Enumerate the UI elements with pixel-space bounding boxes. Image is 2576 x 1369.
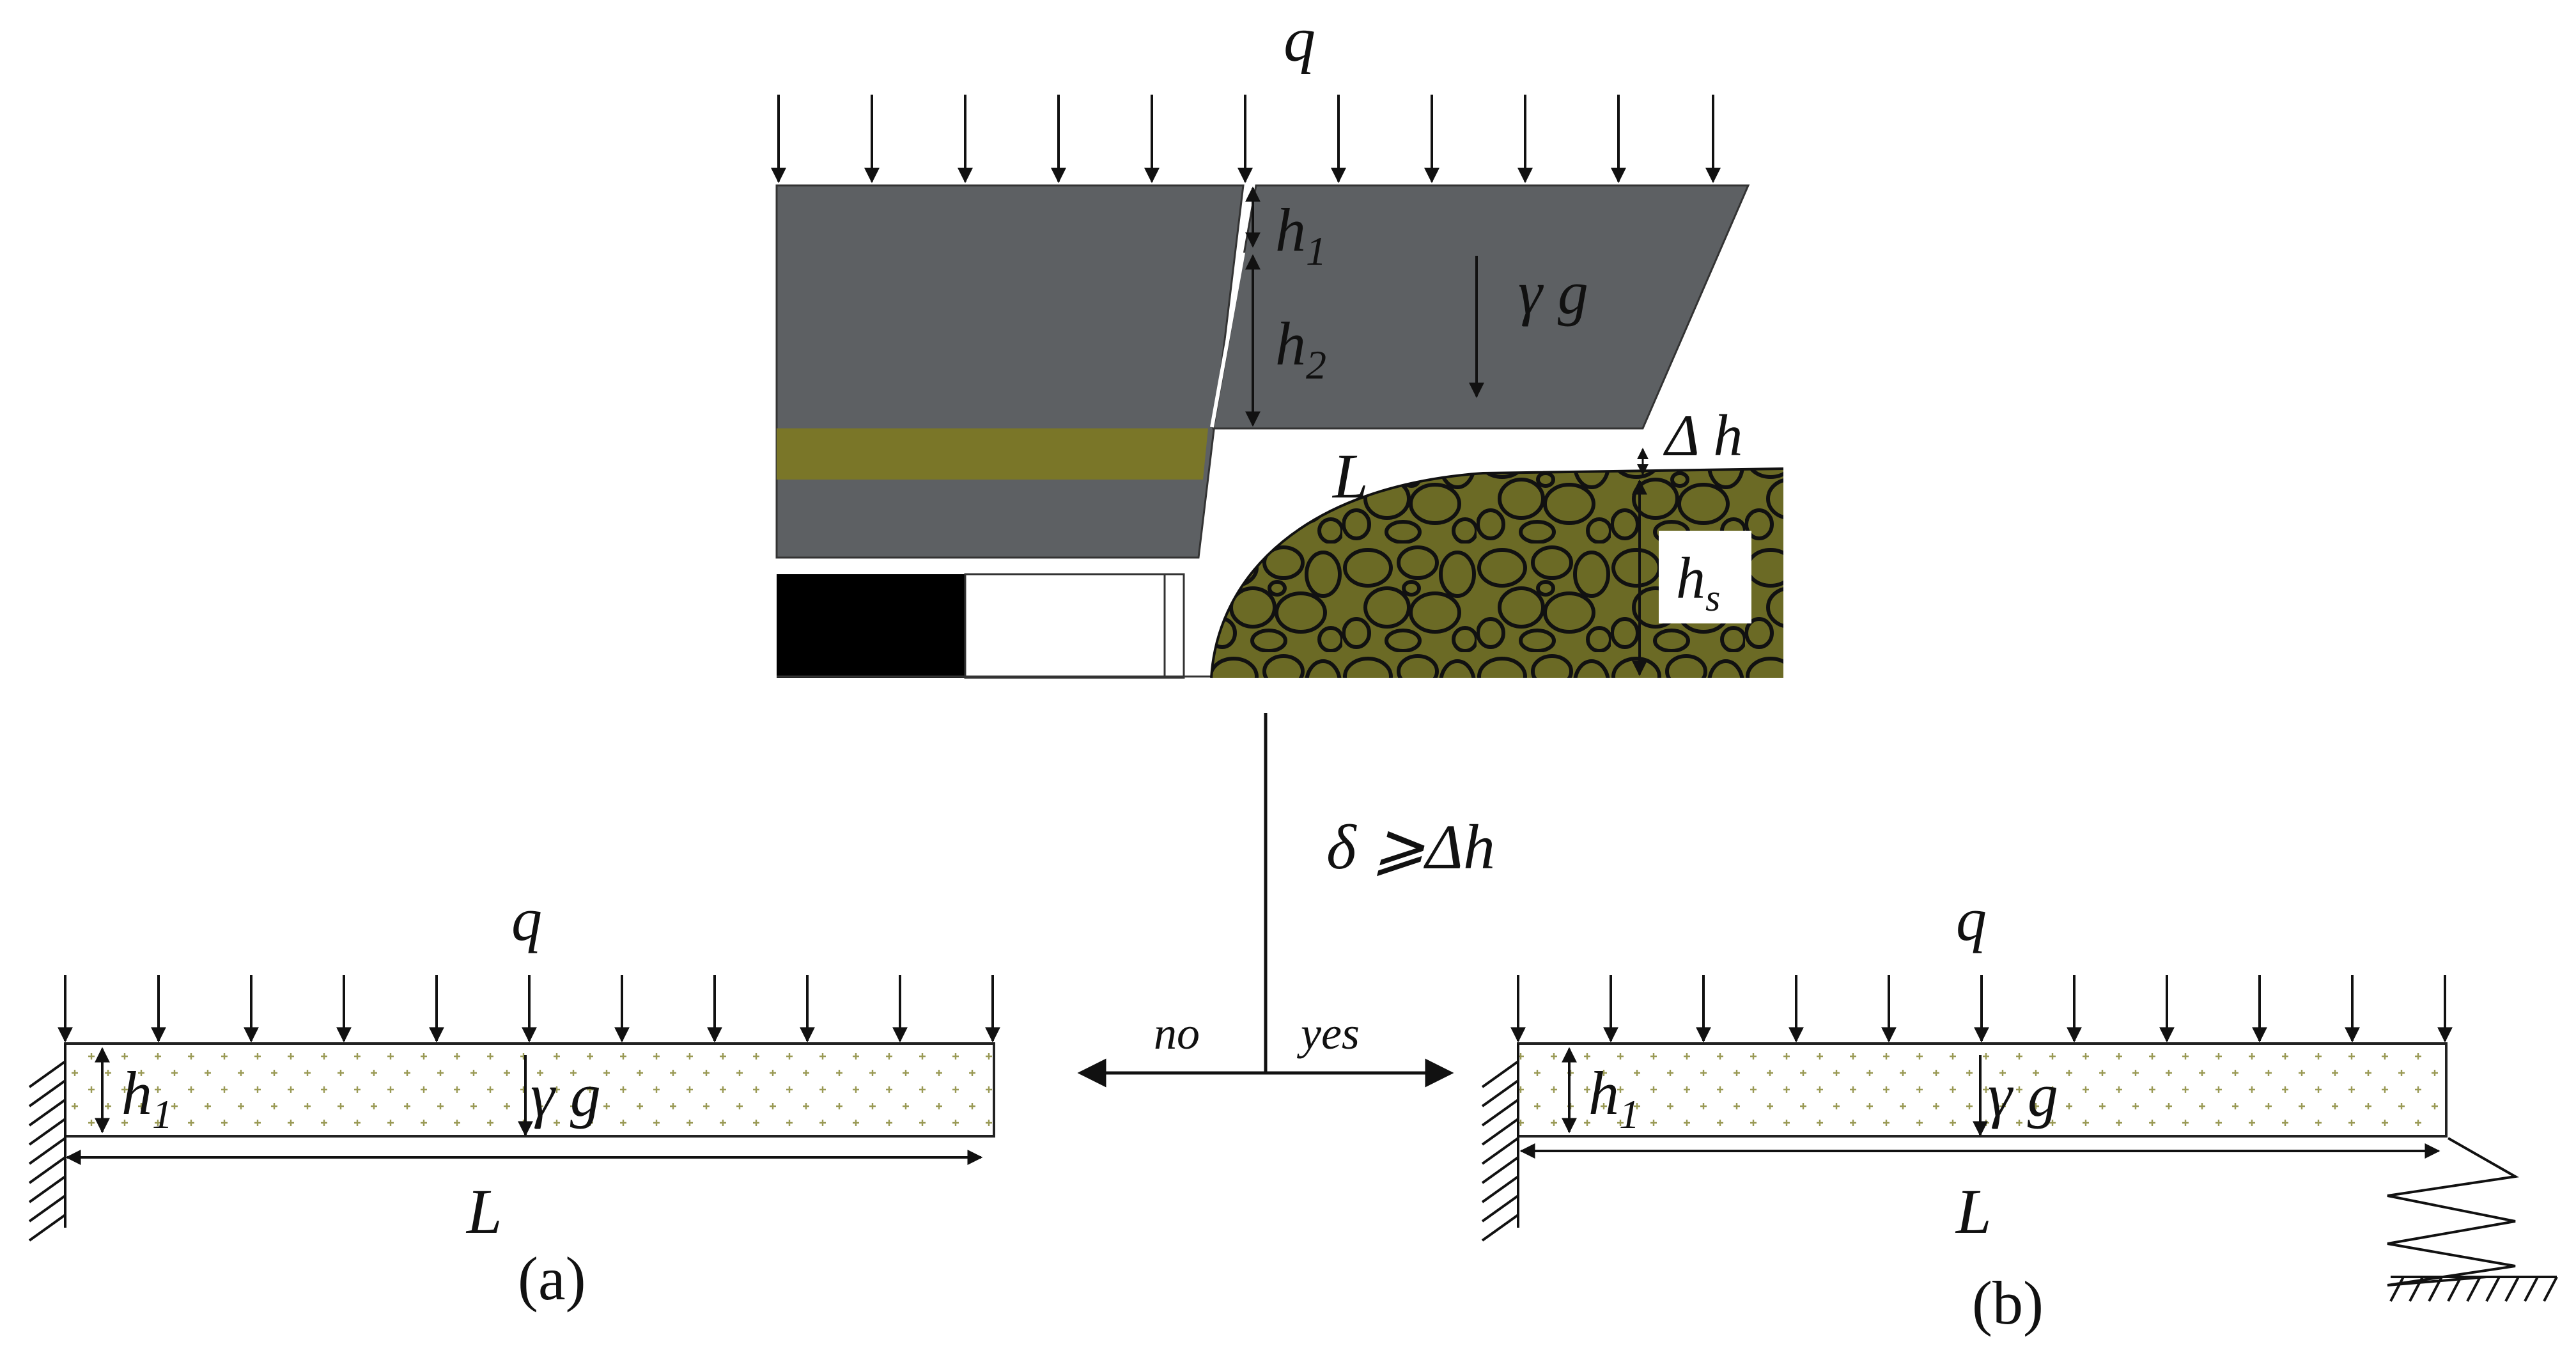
self-weight-label: γ g <box>1518 258 1588 327</box>
beam-a-load-label: q <box>511 885 542 953</box>
span-label: L <box>1331 441 1369 512</box>
beam-a-weight-label: γ g <box>531 1061 601 1129</box>
gob-height-label-box <box>1659 531 1751 623</box>
branch-no-label: no <box>1154 1008 1200 1059</box>
beam-b-fixed-support <box>1481 1044 1519 1242</box>
left-roof-rock <box>775 184 1245 559</box>
decision-branch: δ ⩾Δh no yes <box>1077 713 1495 1088</box>
coal-pillar-block <box>777 574 965 678</box>
beam-b-spring-support <box>2387 1137 2558 1302</box>
beam-a-load-arrows <box>58 975 1000 1043</box>
mining-schematic: q h1 h2 γ g L Δ h <box>771 4 1784 679</box>
top-load-label: q <box>1284 4 1315 75</box>
beam-a-span-label: L <box>465 1176 502 1247</box>
beam-a-body <box>64 1042 995 1138</box>
beam-b-load-arrows <box>1510 975 2453 1043</box>
beam-b-span-label: L <box>1955 1176 1992 1247</box>
beam-b-load-label: q <box>1956 885 1987 953</box>
beam-a-fixed-support <box>28 1044 66 1242</box>
beam-b-weight-label: γ g <box>1988 1061 2058 1129</box>
beam-a-h1-label: h1 <box>121 1059 173 1137</box>
support-post <box>1163 573 1185 679</box>
beam-a-caption: (a) <box>518 1244 586 1313</box>
criterion-label: δ ⩾Δh <box>1326 811 1495 882</box>
cantilever-beam-b: q h1 γ g <box>1481 885 2558 1337</box>
working-face-opening <box>964 573 1166 679</box>
cantilever-beam-a: q h1 γ g <box>28 885 1000 1313</box>
h1-label: h1 <box>1275 196 1326 274</box>
coal-seam-band <box>777 428 1208 480</box>
branch-yes-label: yes <box>1296 1008 1360 1059</box>
beam-b-body <box>1517 1042 2448 1138</box>
beam-b-caption: (b) <box>1972 1269 2044 1337</box>
h2-label: h2 <box>1275 309 1326 387</box>
gob-height-label: hs <box>1676 545 1720 619</box>
beam-b-h1-label: h1 <box>1588 1059 1640 1137</box>
roof-fracture <box>1210 252 1245 428</box>
gap-label: Δ h <box>1663 403 1742 468</box>
top-load-arrows <box>771 95 1721 184</box>
